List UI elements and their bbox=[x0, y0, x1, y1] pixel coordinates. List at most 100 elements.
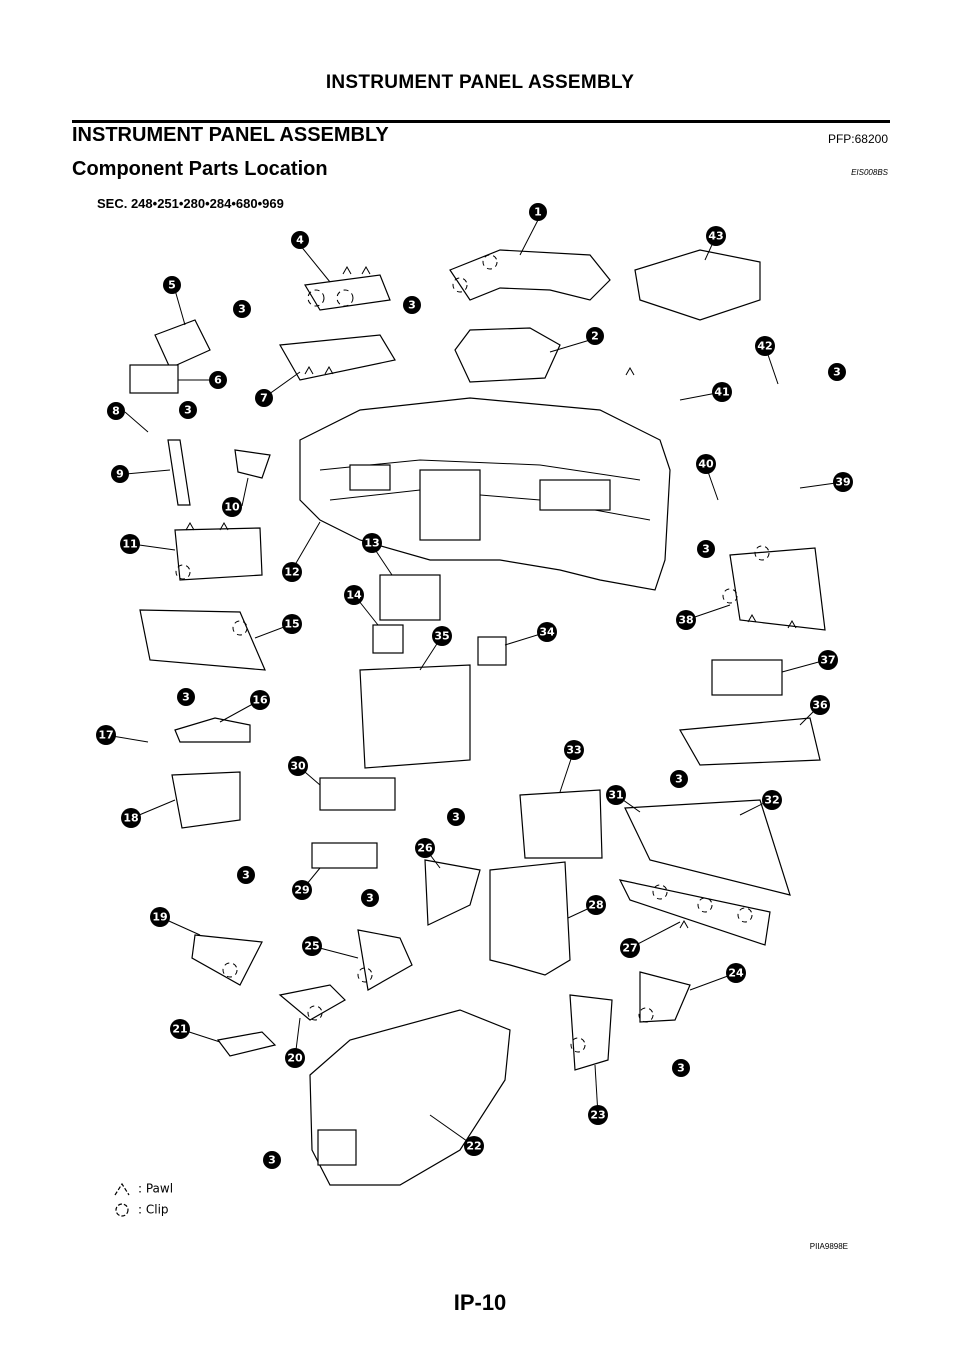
callout-26: 26 bbox=[415, 838, 435, 858]
part-33-console-bracket bbox=[519, 789, 603, 859]
part-21-lid bbox=[216, 1031, 277, 1057]
svg-text:3: 3 bbox=[184, 404, 192, 417]
svg-text:14: 14 bbox=[346, 589, 362, 602]
svg-text:22: 22 bbox=[466, 1140, 481, 1153]
part-27-lower-trim bbox=[618, 879, 771, 946]
clip-marks bbox=[175, 254, 770, 1053]
running-head: INSTRUMENT PANEL ASSEMBLY bbox=[325, 72, 635, 93]
callout-38: 38 bbox=[676, 610, 696, 630]
part-11-cluster-lid bbox=[174, 527, 263, 581]
part-13-display bbox=[379, 574, 441, 621]
callout-11: 11 bbox=[120, 534, 140, 554]
instrument-panel-body bbox=[299, 397, 671, 591]
svg-text:10: 10 bbox=[224, 501, 240, 514]
svg-text:39: 39 bbox=[835, 476, 850, 489]
svg-text:20: 20 bbox=[287, 1052, 303, 1065]
svg-text:33: 33 bbox=[566, 744, 581, 757]
callout-25: 25 bbox=[302, 936, 322, 956]
callout-22: 22 bbox=[464, 1136, 484, 1156]
callout-23: 23 bbox=[588, 1105, 608, 1125]
callout-39: 39 bbox=[833, 472, 853, 492]
callout-3: 3 bbox=[179, 401, 197, 419]
svg-text:7: 7 bbox=[260, 392, 268, 405]
svg-text:3: 3 bbox=[702, 543, 710, 556]
part-22-console-box bbox=[309, 1009, 511, 1186]
callout-6: 6 bbox=[209, 371, 227, 389]
callout-16: 16 bbox=[250, 690, 270, 710]
console-rear-pocket bbox=[317, 1129, 357, 1166]
svg-text:17: 17 bbox=[98, 729, 113, 742]
callout-2: 2 bbox=[586, 327, 604, 345]
callout-14: 14 bbox=[344, 585, 364, 605]
legend-pawl: : Pawl bbox=[112, 1181, 173, 1197]
callout-27: 27 bbox=[620, 938, 640, 958]
passenger-air-bag-module bbox=[634, 249, 761, 321]
svg-text:37: 37 bbox=[820, 654, 835, 667]
callout-3: 3 bbox=[237, 866, 255, 884]
part-4-panel bbox=[304, 274, 391, 311]
callout-42: 42 bbox=[755, 336, 775, 356]
svg-text:3: 3 bbox=[242, 869, 250, 882]
svg-text:15: 15 bbox=[284, 618, 299, 631]
svg-text:3: 3 bbox=[408, 299, 416, 312]
svg-text:3: 3 bbox=[268, 1154, 276, 1167]
page-number: IP-10 bbox=[453, 1290, 507, 1315]
callout-9: 9 bbox=[111, 465, 129, 483]
legend-pawl-label: : Pawl bbox=[138, 1181, 174, 1196]
svg-text:40: 40 bbox=[698, 458, 714, 471]
callout-43: 43 bbox=[706, 226, 726, 246]
cluster-lid bbox=[449, 249, 611, 301]
callout-3: 3 bbox=[177, 688, 195, 706]
part-26 bbox=[424, 859, 481, 926]
section-rule bbox=[72, 120, 890, 123]
callout-3: 3 bbox=[447, 808, 465, 826]
section-title: INSTRUMENT PANEL ASSEMBLY bbox=[72, 124, 389, 146]
pawl-symbol-icon bbox=[114, 1182, 130, 1196]
callout-24: 24 bbox=[726, 963, 746, 983]
callout-3: 3 bbox=[672, 1059, 690, 1077]
svg-text:9: 9 bbox=[116, 468, 124, 481]
figure-code: PIIA9898E bbox=[809, 1242, 848, 1251]
callout-1: 1 bbox=[529, 203, 547, 221]
part-19-shift-finisher bbox=[191, 934, 263, 986]
callout-12: 12 bbox=[282, 562, 302, 582]
svg-text:35: 35 bbox=[434, 630, 449, 643]
svg-text:3: 3 bbox=[675, 773, 683, 786]
svg-text:43: 43 bbox=[708, 230, 723, 243]
svg-text:5: 5 bbox=[168, 279, 176, 292]
svg-text:8: 8 bbox=[112, 405, 120, 418]
part-16-column-cover bbox=[174, 717, 251, 743]
part-24 bbox=[639, 971, 691, 1023]
callout-37: 37 bbox=[818, 650, 838, 670]
subsection-code: EIS008BS bbox=[851, 168, 888, 177]
callout-15: 15 bbox=[282, 614, 302, 634]
part-30-audio-unit bbox=[319, 777, 396, 811]
part-28-console-finisher bbox=[489, 861, 571, 976]
part-15-lower-panel bbox=[139, 609, 266, 671]
svg-text:3: 3 bbox=[452, 811, 460, 824]
svg-text:21: 21 bbox=[172, 1023, 187, 1036]
svg-text:26: 26 bbox=[417, 842, 433, 855]
callout-5: 5 bbox=[163, 276, 181, 294]
svg-text:38: 38 bbox=[678, 614, 693, 627]
svg-text:3: 3 bbox=[833, 366, 841, 379]
svg-text:18: 18 bbox=[123, 812, 138, 825]
legend-clip: : Clip bbox=[112, 1202, 169, 1218]
callout-19: 19 bbox=[150, 907, 170, 927]
svg-text:41: 41 bbox=[714, 386, 729, 399]
svg-text:6: 6 bbox=[214, 374, 222, 387]
callout-40: 40 bbox=[696, 454, 716, 474]
part-23 bbox=[569, 994, 613, 1071]
svg-text:34: 34 bbox=[539, 626, 555, 639]
part-31-glove-box bbox=[624, 799, 791, 896]
callouts: 1 2 3 3 3 3 3 3 3 3 3 3 3 3 4 5 6 7 8 9 … bbox=[96, 203, 853, 1169]
part-38-lower-panel bbox=[729, 547, 826, 631]
callout-4: 4 bbox=[291, 231, 309, 249]
svg-text:24: 24 bbox=[728, 967, 744, 980]
callout-7: 7 bbox=[255, 389, 273, 407]
callout-32: 32 bbox=[762, 790, 782, 810]
svg-text:1: 1 bbox=[534, 206, 542, 219]
part-34-vent bbox=[477, 636, 507, 666]
svg-text:28: 28 bbox=[588, 899, 603, 912]
